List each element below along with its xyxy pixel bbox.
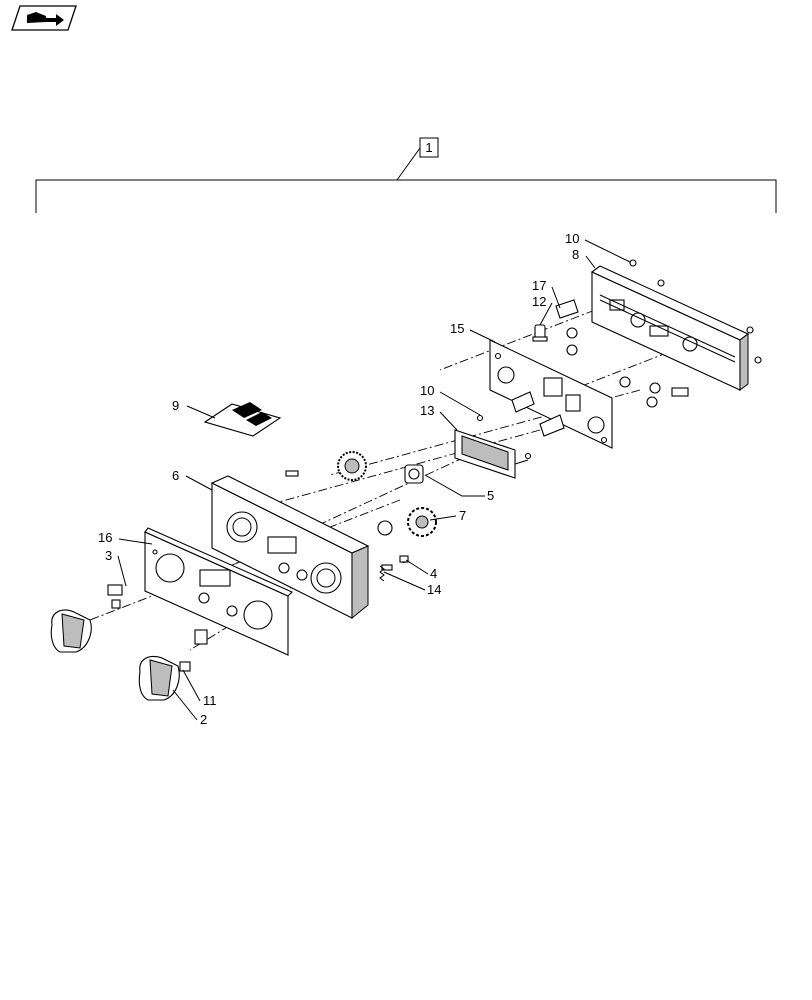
leader-lines: [117, 239, 631, 721]
knob-left: [50, 609, 92, 653]
knob-insert: [404, 464, 424, 484]
dial: [377, 507, 437, 537]
gear: [285, 451, 367, 481]
callout-11: 11: [203, 693, 217, 708]
spring-14: [379, 565, 385, 582]
callout-6: 6: [172, 468, 179, 483]
callout-8: 8: [572, 247, 579, 262]
callout-10-mid: 10: [420, 383, 434, 398]
display-module: [454, 414, 532, 479]
clip-3: [107, 584, 123, 609]
callout-5: 5: [487, 488, 494, 503]
callout-4: 4: [430, 566, 437, 581]
callout-10-top: 10: [565, 231, 579, 246]
bulb-12: [532, 324, 548, 342]
screw-4: [399, 555, 409, 563]
callout-12: 12: [532, 294, 546, 309]
circuit-board: [489, 339, 613, 449]
callout-2: 2: [200, 712, 207, 727]
callout-16: 16: [98, 530, 112, 545]
main-housing: [210, 475, 408, 620]
callout-labels: 10 8 17 12 15 10 13 9 6 5 7 16 3 4 14 11…: [98, 231, 579, 727]
callout-13: 13: [420, 403, 434, 418]
assembly-bracket: 1: [35, 137, 777, 213]
callout-15: 15: [450, 321, 464, 336]
book-arrow-icon[interactable]: [11, 5, 77, 31]
decal: [203, 402, 282, 437]
bulb-holders: [566, 327, 689, 408]
callout-1: 1: [425, 140, 432, 155]
callout-14: 14: [427, 582, 441, 597]
callout-3: 3: [105, 548, 112, 563]
bracket-17: [555, 299, 579, 319]
front-bezel: [144, 527, 293, 656]
callout-9: 9: [172, 398, 179, 413]
rear-housing: [590, 259, 762, 391]
callout-7: 7: [459, 508, 466, 523]
knob-lower: [138, 629, 208, 701]
callout-17: 17: [532, 278, 546, 293]
